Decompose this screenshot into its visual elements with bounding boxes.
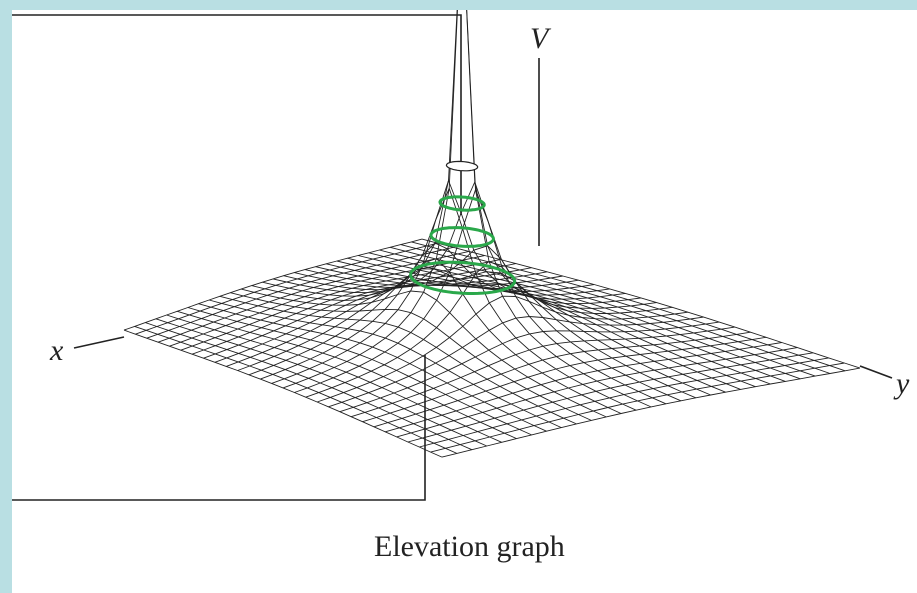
contour-ring (429, 226, 495, 248)
y-axis-line (859, 365, 893, 379)
mesh-line (326, 263, 726, 393)
mesh-line (305, 260, 673, 398)
contour-ring (409, 260, 517, 295)
mesh-line (368, 252, 786, 382)
mesh-line (441, 367, 861, 458)
mesh-line (272, 10, 652, 408)
contour-ring (438, 195, 486, 212)
mesh-line (373, 336, 767, 428)
mesh-line (282, 10, 642, 389)
mesh-line (350, 326, 735, 418)
elevation-diagram: x y V Elevation graph (12, 10, 910, 563)
diagram-caption: Elevation graph (374, 530, 565, 563)
mesh-line (339, 321, 720, 413)
mesh-line (430, 362, 845, 453)
mesh-line (419, 357, 829, 448)
mesh-line (262, 187, 637, 411)
peak-cap-outline (445, 160, 479, 172)
mesh-line (357, 255, 771, 385)
mesh-line (304, 269, 696, 399)
mesh-line (389, 246, 816, 377)
x-axis-label: x (49, 334, 64, 367)
mesh-line (134, 325, 458, 454)
mesh-line (421, 238, 861, 369)
surface-mesh (123, 10, 861, 458)
mesh-line (379, 249, 801, 380)
mesh-line (362, 331, 751, 423)
y-axis-label: y (893, 367, 910, 400)
diagram-frame: x y V Elevation graph (12, 10, 917, 593)
mesh-line (146, 246, 454, 339)
mesh-line (385, 342, 782, 433)
bounding-box-outline (12, 14, 462, 501)
mesh-line (336, 260, 741, 390)
mesh-line (411, 241, 846, 372)
x-axis-line (73, 336, 125, 349)
contour-rings (409, 195, 517, 295)
mesh-line (214, 271, 548, 363)
v-axis-label: V (530, 22, 552, 55)
mesh-line (198, 303, 547, 432)
mesh-line (347, 257, 756, 388)
mesh-line (294, 245, 682, 402)
mesh-line (396, 347, 798, 438)
peak-cap (445, 160, 479, 172)
mesh-line (294, 188, 657, 393)
mesh-line (328, 316, 704, 408)
mesh-line (316, 295, 688, 403)
mesh-line (283, 180, 667, 405)
mesh-line (145, 322, 473, 451)
mesh-line (407, 352, 814, 443)
